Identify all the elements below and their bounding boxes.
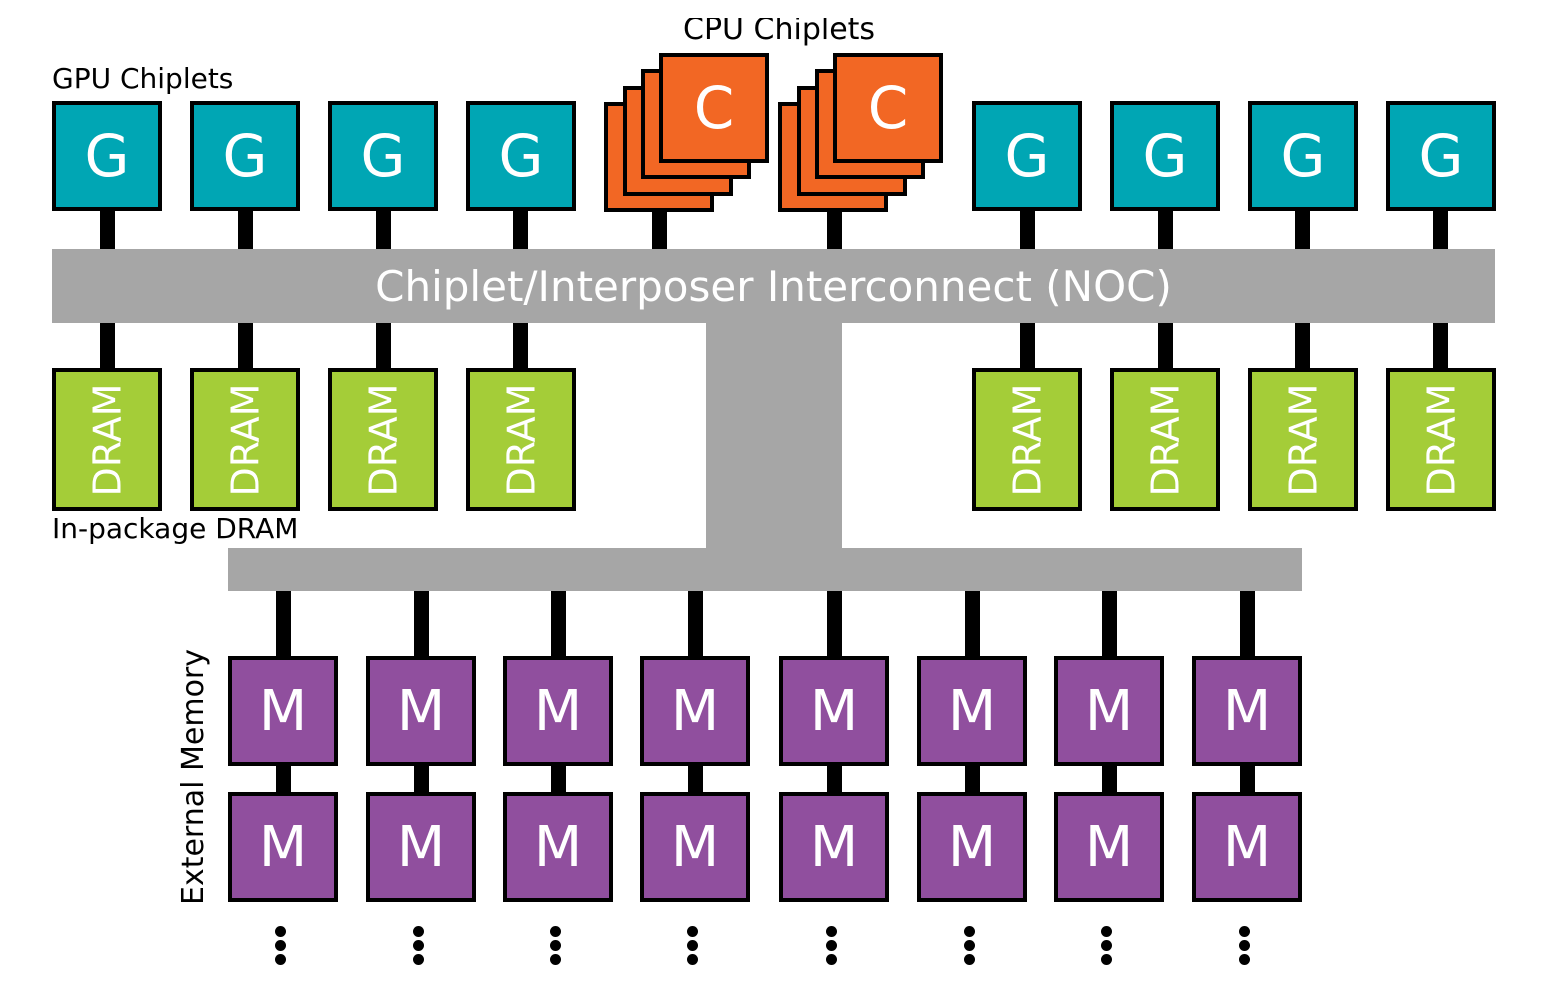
wire — [551, 591, 566, 657]
wire — [1295, 323, 1310, 369]
wire — [414, 765, 429, 793]
wire — [1433, 323, 1448, 369]
dram-label: DRAM — [223, 383, 267, 496]
gpu-chiplet: G — [1248, 101, 1358, 211]
gpu-chiplet: G — [328, 101, 438, 211]
continuation-dots-icon — [826, 926, 838, 968]
wire — [965, 765, 980, 793]
memory-module: M — [917, 792, 1027, 902]
dram-module: DRAM — [466, 368, 576, 511]
wire — [1102, 591, 1117, 657]
wire — [238, 323, 253, 369]
continuation-dots-icon — [964, 926, 976, 968]
memory-module: M — [917, 656, 1027, 766]
memory-module: M — [228, 792, 338, 902]
wire — [376, 211, 391, 249]
wire — [1020, 323, 1035, 369]
memory-module: M — [779, 656, 889, 766]
interconnect-bar — [52, 249, 1495, 323]
gpu-chiplet: G — [52, 101, 162, 211]
dram-module: DRAM — [52, 368, 162, 511]
label-occluder — [0, 0, 1544, 18]
continuation-dots-icon — [687, 926, 699, 968]
memory-module: M — [366, 792, 476, 902]
wire — [688, 591, 703, 657]
memory-module: M — [1192, 792, 1302, 902]
wire — [1240, 765, 1255, 793]
wire — [965, 591, 980, 657]
wire — [1158, 211, 1173, 249]
gpu-chiplet: G — [1386, 101, 1496, 211]
gpu-chiplets-label: GPU Chiplets — [52, 62, 234, 95]
memory-module: M — [228, 656, 338, 766]
wire — [1102, 765, 1117, 793]
dram-label: DRAM — [361, 383, 405, 496]
memory-module: M — [640, 792, 750, 902]
dram-module: DRAM — [190, 368, 300, 511]
dram-label: DRAM — [1419, 383, 1463, 496]
continuation-dots-icon — [275, 926, 287, 968]
wire — [551, 765, 566, 793]
cpu-chiplet: C — [833, 53, 943, 163]
dram-module: DRAM — [1386, 368, 1496, 511]
cpu-chiplet: C — [659, 53, 769, 163]
continuation-dots-icon — [550, 926, 562, 968]
wire — [238, 211, 253, 249]
interconnect-stem — [706, 323, 842, 549]
memory-module: M — [779, 792, 889, 902]
memory-module: M — [1054, 656, 1164, 766]
dram-module: DRAM — [1248, 368, 1358, 511]
wire — [276, 591, 291, 657]
memory-module: M — [1054, 792, 1164, 902]
wire — [1433, 211, 1448, 249]
continuation-dots-icon — [413, 926, 425, 968]
gpu-chiplet: G — [1110, 101, 1220, 211]
dram-module: DRAM — [1110, 368, 1220, 511]
gpu-chiplet: G — [190, 101, 300, 211]
wire — [1295, 211, 1310, 249]
dram-label: DRAM — [85, 383, 129, 496]
wire — [100, 211, 115, 249]
wire — [1020, 211, 1035, 249]
memory-bus-bar — [228, 548, 1302, 591]
interconnect-label: Chiplet/Interposer Interconnect (NOC) — [375, 261, 1172, 311]
dram-label: DRAM — [1005, 383, 1049, 496]
dram-label: DRAM — [499, 383, 543, 496]
wire — [827, 765, 842, 793]
dram-module: DRAM — [972, 368, 1082, 511]
memory-module: M — [503, 656, 613, 766]
dram-label: DRAM — [1281, 383, 1325, 496]
dram-module: DRAM — [328, 368, 438, 511]
external-memory-label: External Memory — [176, 648, 211, 905]
wire — [1240, 591, 1255, 657]
in-package-dram-label: In-package DRAM — [52, 512, 299, 545]
continuation-dots-icon — [1101, 926, 1113, 968]
wire — [414, 591, 429, 657]
gpu-chiplet: G — [466, 101, 576, 211]
memory-module: M — [366, 656, 476, 766]
wire — [100, 323, 115, 369]
continuation-dots-icon — [1239, 926, 1251, 968]
wire — [276, 765, 291, 793]
gpu-chiplet: G — [972, 101, 1082, 211]
wire — [652, 211, 667, 249]
wire — [376, 323, 391, 369]
wire — [688, 765, 703, 793]
wire — [513, 323, 528, 369]
memory-module: M — [640, 656, 750, 766]
wire — [513, 211, 528, 249]
wire — [1158, 323, 1173, 369]
memory-module: M — [503, 792, 613, 902]
memory-module: M — [1192, 656, 1302, 766]
wire — [827, 211, 842, 249]
dram-label: DRAM — [1143, 383, 1187, 496]
wire — [827, 591, 842, 657]
